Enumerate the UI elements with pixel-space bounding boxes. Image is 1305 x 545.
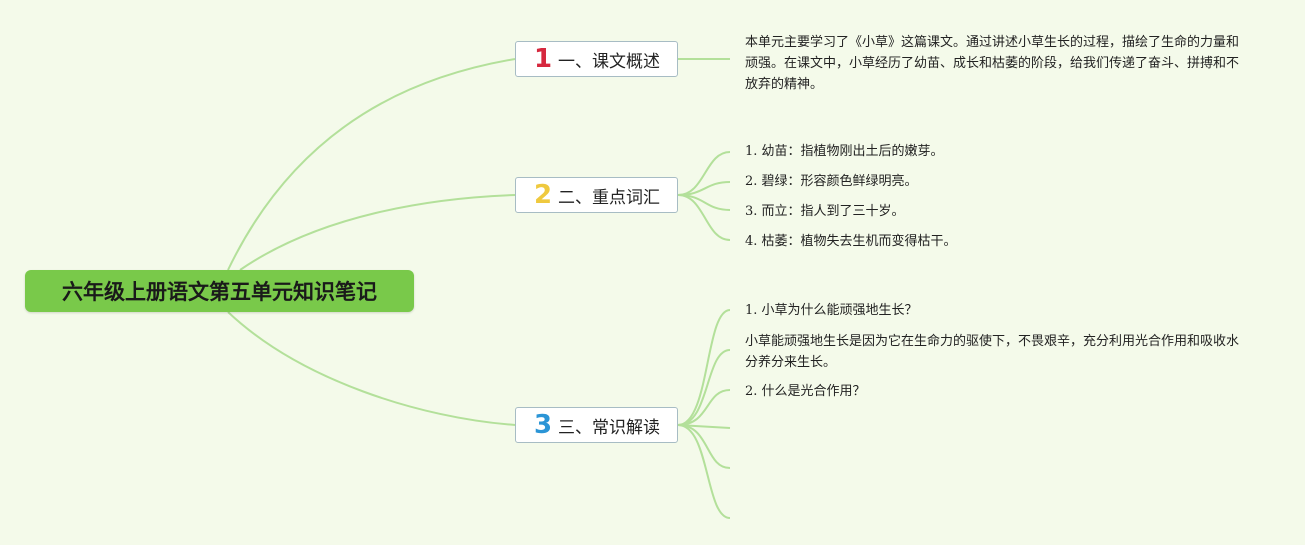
connector-root-branch-3 (227, 311, 516, 426)
number-1-icon: 1 (533, 44, 553, 74)
leaf-vocab-4[interactable]: 4. 枯萎：植物失去生机而变得枯干。 (745, 234, 957, 249)
leaf-vocab-1[interactable]: 1. 幼苗：指植物刚出土后的嫩芽。 (745, 144, 944, 159)
connector-root-branch-1 (227, 58, 516, 271)
branch-topic-overview[interactable]: 1 一、课文概述 (515, 41, 678, 77)
connector-branch-3-leaf-2 (677, 349, 731, 426)
connector-root-branch-2 (239, 194, 516, 271)
leaf-vocab-3[interactable]: 3. 而立：指人到了三十岁。 (745, 204, 905, 219)
leaf-overview-text[interactable]: 本单元主要学习了《小草》这篇课文。通过讲述小草生长的过程，描绘了生命的力量和顽强… (745, 35, 1240, 92)
root-title: 六年级上册语文第五单元知识笔记 (62, 280, 377, 304)
connector-branch-3-leaf-3 (677, 389, 731, 426)
root-topic[interactable]: 六年级上册语文第五单元知识笔记 (25, 270, 414, 312)
branch-topic-knowledge[interactable]: 3 三、常识解读 (515, 407, 678, 443)
connector-branch-3-leaf-6 (677, 424, 731, 519)
branch-label: 一、课文概述 (558, 51, 660, 72)
connector-branch-2-leaf-4 (677, 194, 731, 241)
leaf-vocab-2[interactable]: 2. 碧绿：形容颜色鲜绿明亮。 (745, 174, 918, 189)
branch-label: 二、重点词汇 (558, 187, 660, 208)
connector-branch-3-leaf-5 (677, 424, 731, 469)
leaf-knowledge-a1[interactable]: 小草能顽强地生长是因为它在生命力的驱使下，不畏艰辛，充分利用光合作用和吸收水分养… (745, 334, 1240, 370)
leaf-knowledge-q2[interactable]: 2. 什么是光合作用？ (745, 384, 866, 399)
branch-label: 三、常识解读 (558, 417, 660, 438)
number-2-icon: 2 (533, 180, 553, 210)
branch-topic-vocabulary[interactable]: 2 二、重点词汇 (515, 177, 678, 213)
number-3-icon: 3 (533, 410, 553, 440)
connector-branch-3-leaf-1 (677, 309, 731, 426)
leaf-knowledge-q1[interactable]: 1. 小草为什么能顽强地生长？ (745, 303, 918, 318)
